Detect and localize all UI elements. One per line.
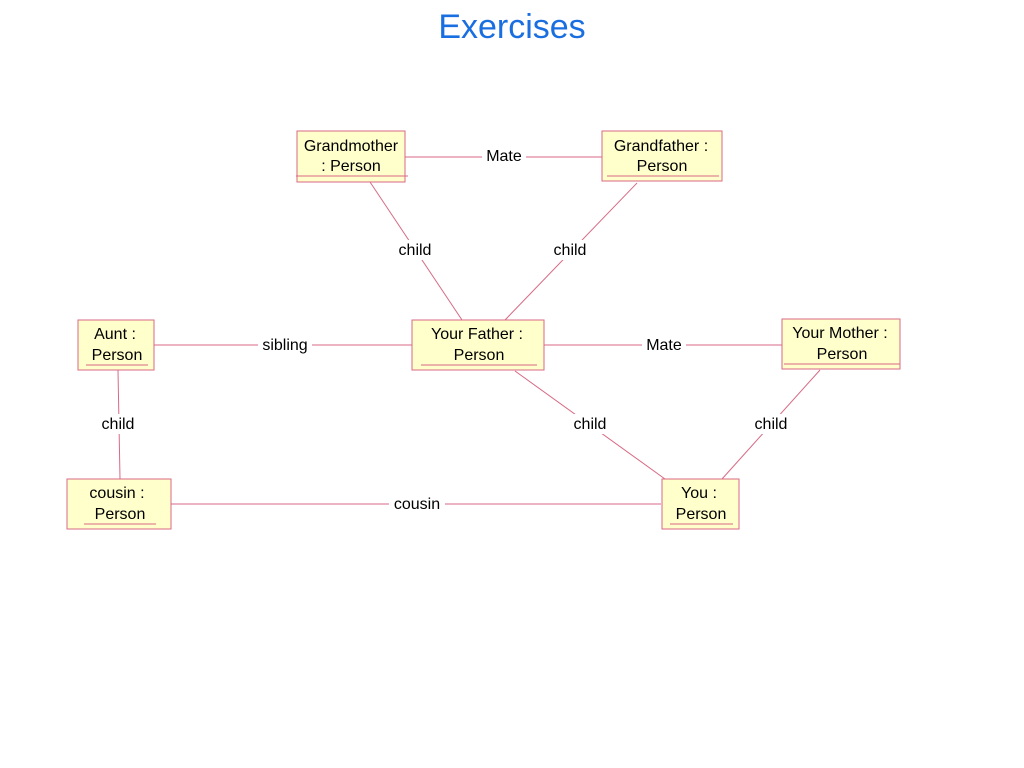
node-father-line1: Your Father : — [431, 326, 523, 343]
node-aunt-line1: Aunt : — [94, 326, 136, 343]
edge-label-mother-child: child — [755, 416, 788, 433]
edge-label-aunt-child: child — [102, 416, 135, 433]
edge-label-cousin: cousin — [394, 496, 440, 513]
edge-label-grandfather-child: child — [554, 242, 587, 259]
node-mother[interactable]: Your Mother : Person — [781, 318, 901, 370]
node-cousin-line2: Person — [95, 506, 146, 523]
node-grandmother-line1: Grandmother — [304, 138, 399, 155]
edge-label-grandparents-mate: Mate — [486, 148, 522, 165]
node-grandfather[interactable]: Grandfather : Person — [601, 130, 723, 182]
node-father-line2: Person — [454, 347, 505, 364]
node-aunt-line2: Person — [92, 347, 143, 364]
edge-label-grandmother-child: child — [399, 242, 432, 259]
node-mother-line1: Your Mother : — [792, 325, 887, 342]
node-you[interactable]: You : Person — [661, 478, 740, 530]
node-grandmother[interactable]: Grandmother : Person — [296, 130, 408, 183]
edge-labels: Mate child child sibling Mate child chil… — [98, 146, 791, 514]
edge-label-father-child: child — [574, 416, 607, 433]
node-mother-line2: Person — [817, 346, 868, 363]
node-you-line2: Person — [676, 506, 727, 523]
node-you-line1: You : — [681, 485, 717, 502]
node-cousin[interactable]: cousin : Person — [66, 478, 172, 530]
node-cousin-line1: cousin : — [89, 485, 144, 502]
node-aunt[interactable]: Aunt : Person — [77, 319, 155, 371]
node-grandfather-line1: Grandfather : — [614, 138, 708, 155]
node-grandfather-line2: Person — [637, 158, 688, 175]
node-father[interactable]: Your Father : Person — [411, 319, 545, 371]
edge-label-parents-mate: Mate — [646, 337, 682, 354]
page-title: Exercises — [438, 8, 586, 46]
edge-label-aunt-sibling: sibling — [262, 337, 307, 354]
node-grandmother-line2: : Person — [321, 158, 381, 175]
